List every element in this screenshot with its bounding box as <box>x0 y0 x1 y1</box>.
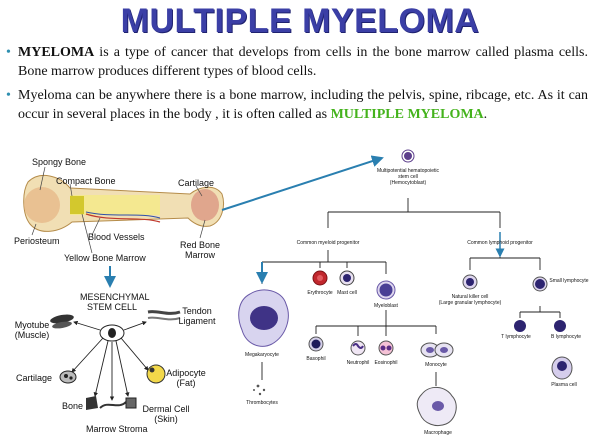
label-mast-cell: Mast cell <box>337 290 357 296</box>
plasma-cell <box>551 356 573 380</box>
paragraph-location: • Myeloma can be anywhere there is a bon… <box>6 86 588 124</box>
location-text: Myeloma can be anywhere there is a bone … <box>18 88 588 122</box>
mast-cell <box>339 270 355 286</box>
bone-to-stem-arrow <box>221 155 384 211</box>
label-small-lymphocyte: Small lymphocyte <box>549 278 589 284</box>
t-lymphocyte-cell <box>514 320 526 332</box>
label-monocyte: Monocyte <box>425 362 447 368</box>
label-plasma-cell: Plasma cell <box>551 382 577 388</box>
label-thrombocytes: Thrombocytes <box>246 400 278 406</box>
location-end: . <box>483 107 488 122</box>
label-adipocyte: Adipocyte(Fat) <box>166 368 206 388</box>
erythrocyte-cell <box>312 270 328 286</box>
yellow-marrow-band <box>70 196 84 214</box>
dermal-cell-icon <box>125 397 137 409</box>
label-t-lymphocyte: T lymphocyte <box>501 334 531 340</box>
cartilage-icon <box>59 370 77 384</box>
thrombocytes-cell <box>253 384 266 396</box>
adipocyte-icon <box>146 364 166 384</box>
label-mesenchymal-cartilage: Cartilage <box>16 373 53 383</box>
label-compact-bone: Compact Bone <box>56 176 116 186</box>
label-erythrocyte: Erythrocyte <box>307 290 333 296</box>
label-blood-vessels: Blood Vessels <box>88 232 145 242</box>
myeloblast-cell <box>376 280 396 300</box>
highlight-multiple-myeloma: MULTIPLE MYELOMA <box>330 107 484 122</box>
label-myotube: Myotube(Muscle) <box>14 320 50 340</box>
monocyte-cell <box>420 342 454 358</box>
label-bone: Bone <box>62 401 84 411</box>
marrow-stroma-icon <box>99 401 127 409</box>
hematopoiesis-tree-lines <box>261 198 563 386</box>
label-cartilage: Cartilage <box>178 178 215 188</box>
term-myeloma: MYELOMA <box>18 45 95 60</box>
label-marrow-stroma: Marrow Stroma <box>86 424 148 434</box>
megakaryocyte-cell <box>238 289 289 347</box>
stem-cell <box>401 149 415 163</box>
bullet-icon: • <box>6 88 11 103</box>
bullet-icon: • <box>6 45 11 60</box>
long-bone-illustration <box>23 174 224 232</box>
eosinophil-cell <box>378 340 394 356</box>
neutrophil-cell <box>350 340 366 356</box>
label-spongy-bone: Spongy Bone <box>32 157 87 167</box>
page-title: MULTIPLE MYELOMA <box>120 2 480 40</box>
label-macrophage: Macrophage <box>424 430 452 436</box>
myotube-icon <box>50 314 74 329</box>
natural-killer-cell <box>462 274 478 290</box>
small-lymphocyte-cell <box>532 276 548 292</box>
label-b-lymphocyte: B lymphocyte <box>550 334 581 340</box>
label-myeloid: Common myeloid progenitor <box>296 240 360 246</box>
bone-cell-icon <box>86 396 98 410</box>
label-myeloblast: Myeloblast <box>374 303 398 309</box>
label-periosteum: Periosteum <box>14 236 60 246</box>
basophil-cell <box>308 336 324 352</box>
definition-text: is a type of cancer that develops from c… <box>18 45 588 79</box>
label-basophil: Basophil <box>306 356 326 362</box>
tendon-icon <box>147 310 181 321</box>
b-lymphocyte-cell <box>554 320 566 332</box>
label-dermal: Dermal Cell(Skin) <box>142 404 190 424</box>
label-lymphoid: Common lymphoid progenitor <box>467 240 533 246</box>
mesenchymal-stem-cell <box>99 324 125 342</box>
label-neutrophil: Neutrophil <box>346 360 370 366</box>
paragraph-definition: • MYELOMA is a type of cancer that devel… <box>6 43 588 81</box>
label-yellow-marrow: Yellow Bone Marrow <box>64 253 146 263</box>
macrophage-cell <box>416 387 457 427</box>
label-natural-killer: Natural killer cell(Large granular lymph… <box>438 294 502 306</box>
label-eosinophil: Eosinophil <box>374 360 398 366</box>
label-megakaryocyte: Megakaryocyte <box>245 352 279 358</box>
